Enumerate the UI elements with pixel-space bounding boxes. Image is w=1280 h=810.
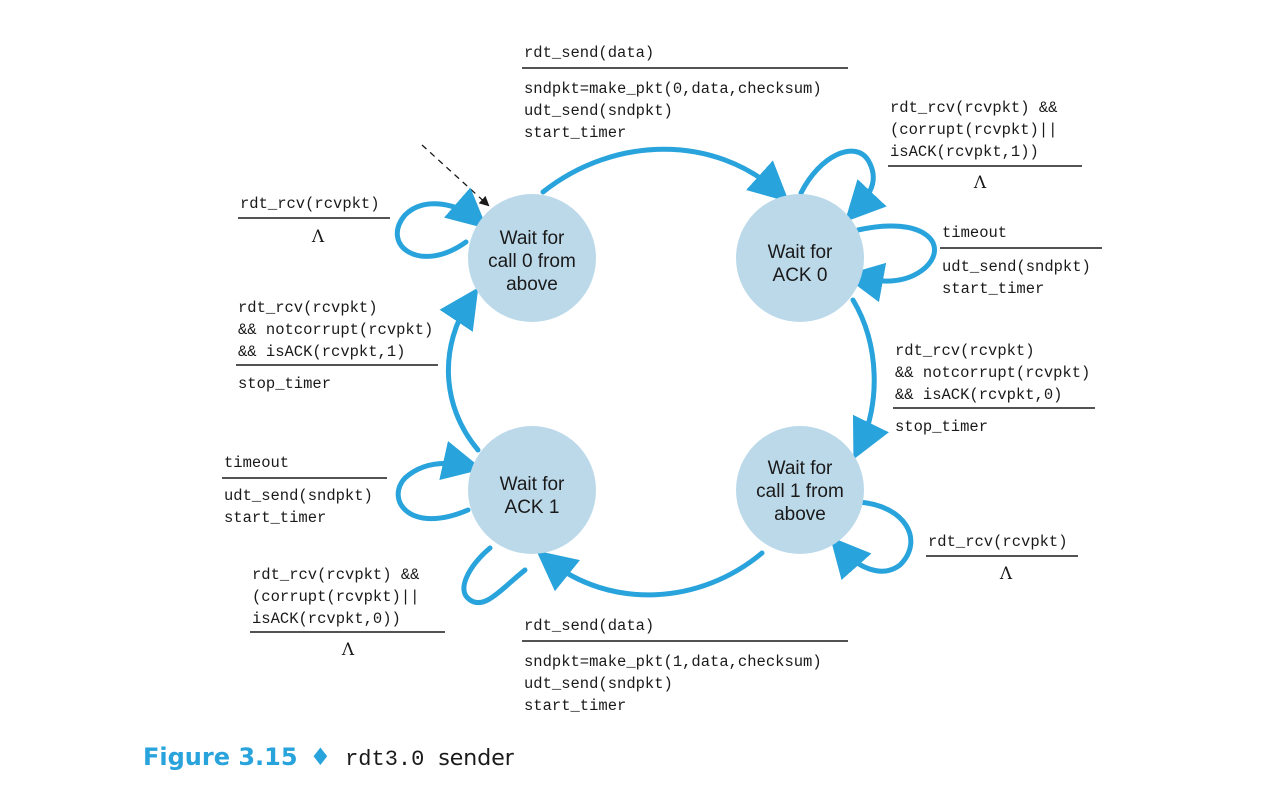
- transition-action: start_timer: [224, 509, 326, 527]
- transition-ack1-corrupt-loop: rdt_rcv(rcvpkt) && (corrupt(rcvpkt)|| is…: [250, 566, 445, 660]
- arc-call1-to-ack1: [536, 550, 765, 598]
- state-label-line: above: [774, 504, 826, 525]
- transition-action: udt_send(sndpkt): [224, 487, 373, 505]
- state-wait-ack-0: Wait for ACK 0: [736, 194, 864, 322]
- arc-call0-to-ack0: [540, 146, 790, 203]
- transition-action: Λ: [973, 173, 987, 193]
- loop-call0: [394, 187, 488, 259]
- transition-event: rdt_rcv(rcvpkt): [240, 195, 380, 213]
- transition-event: timeout: [224, 454, 289, 472]
- transition-action: stop_timer: [238, 375, 331, 393]
- transition-event: (corrupt(rcvpkt)||: [890, 121, 1057, 139]
- arc-ack0-to-call1: [850, 297, 889, 460]
- transition-call1-rcv-loop: rdt_rcv(rcvpkt) Λ: [926, 533, 1078, 584]
- state-label-line: call 0 from: [488, 251, 576, 272]
- initial-state-arrow: [421, 144, 490, 207]
- transition-event: rdt_rcv(rcvpkt) &&: [252, 566, 419, 584]
- transition-action: udt_send(sndpkt): [942, 258, 1091, 276]
- transition-action: Λ: [311, 227, 325, 247]
- state-label-line: Wait for: [768, 242, 833, 263]
- transition-action: sndpkt=make_pkt(0,data,checksum): [524, 80, 822, 98]
- transition-event: isACK(rcvpkt,0)): [252, 610, 401, 628]
- transition-event: rdt_send(data): [524, 617, 654, 635]
- state-wait-ack-1: Wait for ACK 1: [468, 426, 596, 554]
- loop-ack0-timeout: [843, 223, 937, 303]
- loop-ack0-corrupt: [798, 148, 887, 222]
- transition-event: rdt_send(data): [524, 44, 654, 62]
- state-label-line: ACK 0: [773, 265, 828, 286]
- transition-event: isACK(rcvpkt,1)): [890, 143, 1039, 161]
- figure-number: Figure 3.15: [143, 743, 298, 771]
- arc-ack1-to-call0: [439, 287, 481, 453]
- transition-action: udt_send(sndpkt): [524, 675, 673, 693]
- transition-send-data-1: rdt_send(data) sndpkt=make_pkt(1,data,ch…: [522, 617, 848, 715]
- loop-call1: [830, 499, 914, 580]
- transition-action: start_timer: [942, 280, 1044, 298]
- state-label-line: Wait for: [500, 474, 565, 495]
- transition-ack0-corrupt-loop: rdt_rcv(rcvpkt) && (corrupt(rcvpkt)|| is…: [888, 99, 1082, 193]
- transition-ack0-received: rdt_rcv(rcvpkt) && notcorrupt(rcvpkt) &&…: [893, 342, 1095, 436]
- transition-action: start_timer: [524, 124, 626, 142]
- transition-event: rdt_rcv(rcvpkt): [238, 299, 378, 317]
- state-wait-call-1: Wait for call 1 from above: [736, 426, 864, 554]
- transition-event: && notcorrupt(rcvpkt): [238, 321, 433, 339]
- transition-send-data-0: rdt_send(data) sndpkt=make_pkt(0,data,ch…: [522, 44, 848, 142]
- transition-ack1-received: rdt_rcv(rcvpkt) && notcorrupt(rcvpkt) &&…: [236, 299, 438, 393]
- transition-action: udt_send(sndpkt): [524, 102, 673, 120]
- transition-action: start_timer: [524, 697, 626, 715]
- caption-mono-text: rdt3.0: [345, 747, 424, 772]
- transition-action: stop_timer: [895, 418, 988, 436]
- caption-separator: ♦: [310, 743, 332, 771]
- transition-event: rdt_rcv(rcvpkt): [895, 342, 1035, 360]
- transition-action: Λ: [341, 640, 355, 660]
- transition-event: rdt_rcv(rcvpkt) &&: [890, 99, 1057, 117]
- loop-ack1-corrupt: [461, 545, 528, 606]
- state-wait-call-0: Wait for call 0 from above: [468, 194, 596, 322]
- transition-call0-rcv-loop: rdt_rcv(rcvpkt) Λ: [238, 195, 390, 247]
- state-label-line: call 1 from: [756, 481, 844, 502]
- transition-event: && isACK(rcvpkt,1): [238, 343, 405, 361]
- state-label-line: above: [506, 274, 558, 295]
- state-label-line: ACK 1: [505, 497, 560, 518]
- loop-ack1-timeout: [395, 441, 483, 522]
- transition-ack0-timeout: timeout udt_send(sndpkt) start_timer: [940, 224, 1102, 298]
- transition-event: rdt_rcv(rcvpkt): [928, 533, 1068, 551]
- transition-action: Λ: [999, 564, 1013, 584]
- state-label-line: Wait for: [768, 458, 833, 479]
- caption-text: sender: [438, 746, 514, 771]
- transition-event: && isACK(rcvpkt,0): [895, 386, 1062, 404]
- transition-event: && notcorrupt(rcvpkt): [895, 364, 1090, 382]
- figure-caption: Figure 3.15 ♦ rdt3.0 sender: [143, 743, 515, 772]
- svg-text:Figure 3.15 ♦ rdt3: Figure 3.15 ♦ rdt3.0 sender: [143, 743, 515, 772]
- transition-ack1-timeout: timeout udt_send(sndpkt) start_timer: [222, 454, 387, 527]
- transition-action: sndpkt=make_pkt(1,data,checksum): [524, 653, 822, 671]
- transition-event: timeout: [942, 224, 1007, 242]
- state-label-line: Wait for: [500, 228, 565, 249]
- transition-event: (corrupt(rcvpkt)||: [252, 588, 419, 606]
